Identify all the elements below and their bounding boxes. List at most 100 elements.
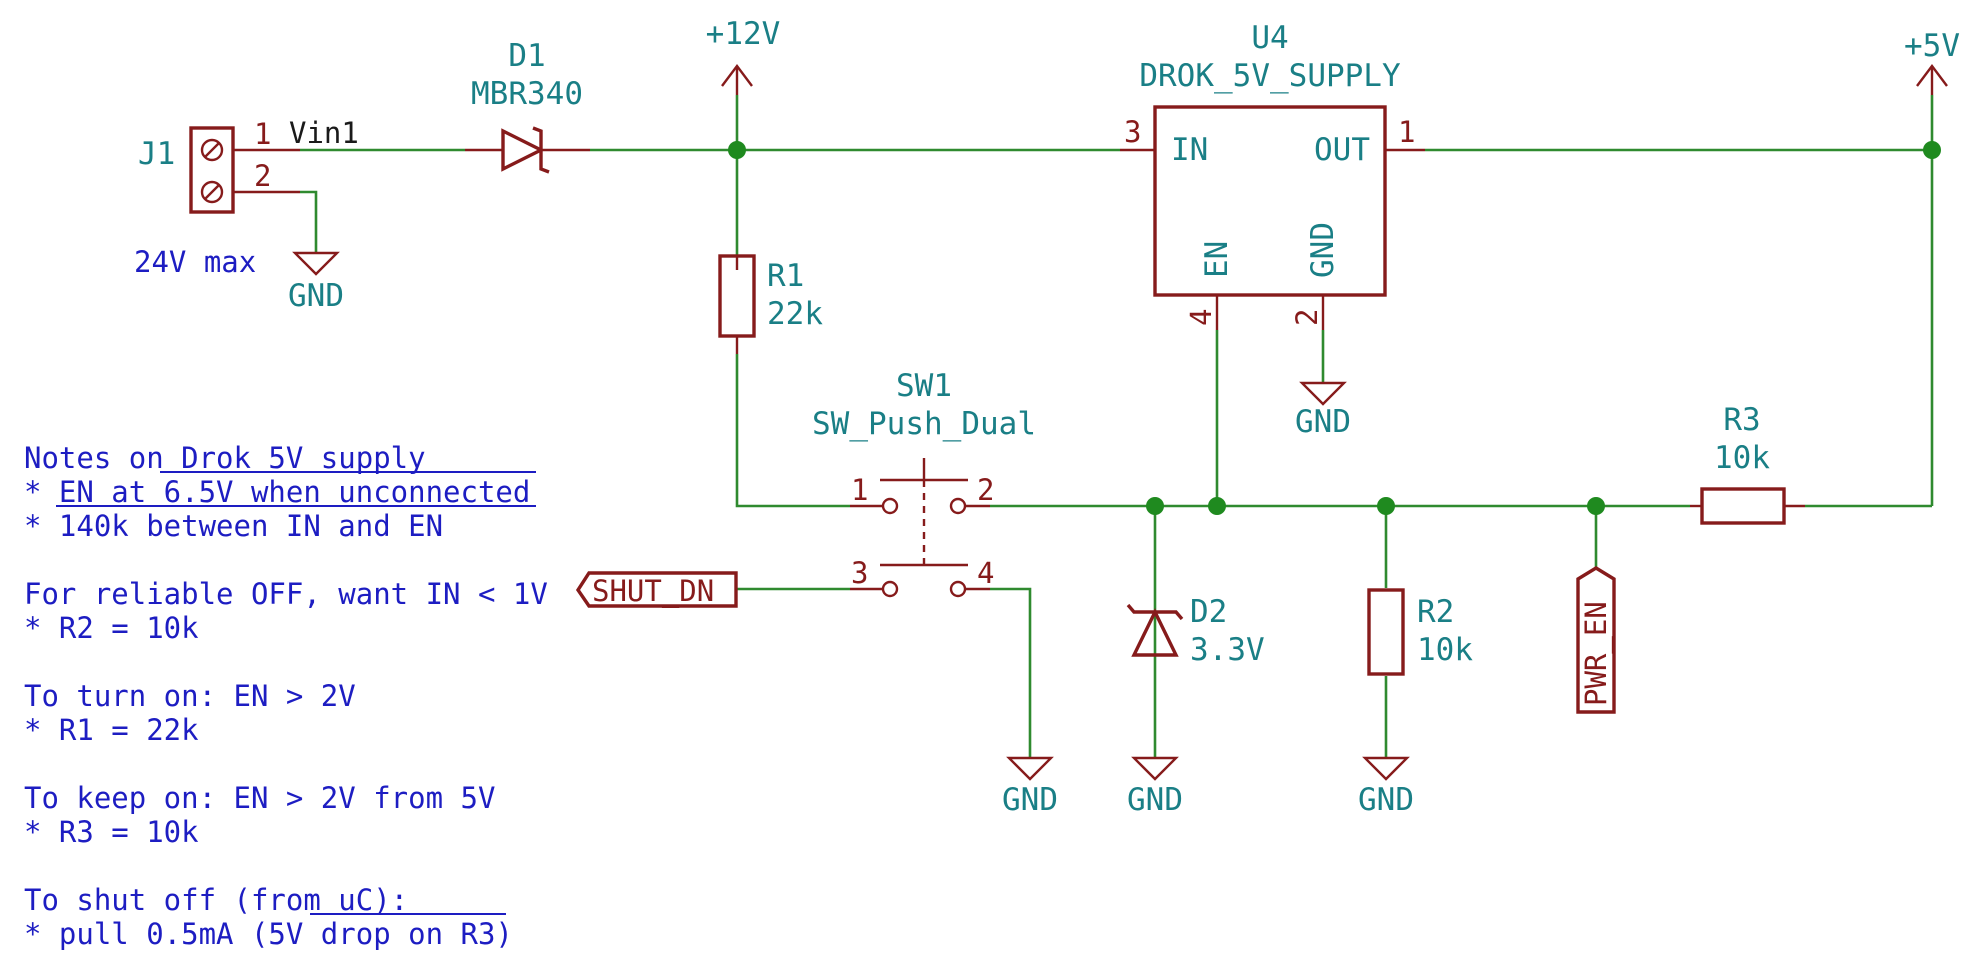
u4-value: DROK_5V_SUPPLY bbox=[1139, 58, 1401, 94]
diode-triangle bbox=[1131, 608, 1179, 657]
ground-icon bbox=[1362, 756, 1410, 781]
junction bbox=[1377, 497, 1395, 515]
d1-ref: D1 bbox=[508, 38, 545, 74]
sw1-pin2: 2 bbox=[977, 473, 994, 507]
diode-triangle bbox=[501, 128, 545, 172]
junction bbox=[1923, 141, 1941, 159]
diode-d1[interactable]: D1 MBR340 bbox=[465, 38, 590, 174]
r3-value: 10k bbox=[1714, 440, 1770, 476]
gnd-u4: GND bbox=[1295, 381, 1351, 440]
gnd-d2: GND bbox=[1127, 756, 1183, 818]
gnd-label: GND bbox=[288, 278, 344, 314]
junctions bbox=[728, 141, 1941, 515]
d2-ref: D2 bbox=[1190, 594, 1227, 630]
sw1-ref: SW1 bbox=[896, 368, 952, 404]
ground-icon bbox=[1131, 756, 1179, 781]
note-line: To shut off (from uC): bbox=[24, 883, 408, 917]
zener-d2[interactable]: D2 3.3V bbox=[1126, 594, 1265, 668]
resistor-r1[interactable]: R1 22k bbox=[718, 254, 823, 354]
u4-pin-out: 1 bbox=[1398, 115, 1415, 149]
notes-block: Notes on Drok 5V supply * EN at 6.5V whe… bbox=[24, 441, 548, 951]
j1-ref: J1 bbox=[138, 136, 175, 172]
junction bbox=[1146, 497, 1164, 515]
screw-terminal-icon bbox=[200, 138, 224, 162]
u4-pin-en: 4 bbox=[1184, 309, 1218, 326]
label-pwr-en[interactable]: PWR_EN bbox=[1576, 566, 1616, 714]
j1-note: 24V max bbox=[134, 245, 256, 279]
u4-ref: U4 bbox=[1251, 20, 1288, 56]
note-line: To turn on: EN > 2V bbox=[24, 679, 356, 713]
note-line: To keep on: EN > 2V from 5V bbox=[24, 781, 495, 815]
label-shape bbox=[1576, 566, 1616, 714]
r1-ref: R1 bbox=[767, 258, 804, 294]
power-label-12v: +12V bbox=[706, 16, 781, 52]
module-u4[interactable]: U4 DROK_5V_SUPPLY IN OUT EN GND 3 1 4 2 bbox=[1120, 20, 1425, 330]
resistor-body bbox=[1367, 588, 1405, 676]
note-line: * EN at 6.5V when unconnected bbox=[24, 475, 530, 509]
power-arrow-icon bbox=[1916, 64, 1948, 87]
resistor-body bbox=[1700, 487, 1786, 525]
label-shape bbox=[575, 571, 738, 608]
r3-ref: R3 bbox=[1723, 402, 1760, 438]
d1-value: MBR340 bbox=[471, 76, 583, 112]
d2-value: 3.3V bbox=[1190, 632, 1265, 668]
gnd-j1: GND bbox=[288, 251, 344, 314]
label-shut-dn[interactable]: SHUT_DN bbox=[575, 571, 738, 609]
screw-slot bbox=[204, 184, 220, 200]
label-pwr-en-text: PWR_EN bbox=[1579, 601, 1614, 706]
note-line: * 140k between IN and EN bbox=[24, 509, 443, 543]
note-line: For reliable OFF, want IN < 1V bbox=[24, 577, 548, 611]
ground-icon bbox=[1006, 756, 1054, 781]
junction bbox=[1208, 497, 1226, 515]
r1-value: 22k bbox=[767, 296, 823, 332]
junction bbox=[728, 141, 746, 159]
note-line: Notes on Drok 5V supply bbox=[24, 441, 426, 475]
note-line: * R1 = 22k bbox=[24, 713, 199, 747]
label-shut-dn-text: SHUT_DN bbox=[592, 574, 714, 609]
power-12v: +12V bbox=[706, 16, 781, 95]
power-5v: +5V bbox=[1904, 28, 1960, 95]
gnd-label: GND bbox=[1127, 782, 1183, 818]
wire-r1-sw1 bbox=[735, 354, 850, 508]
u4-en-label: EN bbox=[1199, 241, 1235, 278]
gnd-r2: GND bbox=[1358, 756, 1414, 818]
u4-in-label: IN bbox=[1171, 132, 1208, 168]
switch-contact bbox=[881, 580, 899, 598]
ground-icon bbox=[292, 251, 340, 276]
u4-pin-in: 3 bbox=[1124, 115, 1141, 149]
junction bbox=[1587, 497, 1605, 515]
resistor-r3[interactable]: R3 10k bbox=[1690, 402, 1805, 525]
r2-ref: R2 bbox=[1417, 594, 1454, 630]
j1-pin1: 1 bbox=[254, 117, 271, 151]
wire-j1-gnd bbox=[300, 190, 318, 253]
u4-pin-gnd: 2 bbox=[1290, 309, 1324, 326]
screw-slot bbox=[204, 142, 220, 158]
gnd-label: GND bbox=[1002, 782, 1058, 818]
wires bbox=[300, 95, 1934, 758]
note-line: * R2 = 10k bbox=[24, 611, 199, 645]
switch-contact bbox=[949, 580, 967, 598]
sw1-pin4: 4 bbox=[977, 556, 994, 590]
note-line: * pull 0.5mA (5V drop on R3) bbox=[24, 917, 513, 951]
power-arrow-icon bbox=[721, 64, 753, 87]
gnd-label: GND bbox=[1295, 404, 1351, 440]
sw1-value: SW_Push_Dual bbox=[812, 406, 1036, 442]
resistor-r2[interactable]: R2 10k bbox=[1367, 588, 1473, 676]
power-label-5v: +5V bbox=[1904, 28, 1960, 64]
u4-out-label: OUT bbox=[1314, 132, 1370, 168]
ground-icon bbox=[1299, 381, 1347, 406]
module-body bbox=[1153, 105, 1387, 297]
sw1-pin1: 1 bbox=[851, 473, 868, 507]
gnd-label: GND bbox=[1358, 782, 1414, 818]
switch-contact bbox=[949, 497, 967, 515]
connector-j1[interactable]: J1 1 2 bbox=[138, 117, 300, 214]
switch-contact bbox=[881, 497, 899, 515]
j1-pin2: 2 bbox=[254, 159, 271, 193]
connector-body bbox=[189, 126, 235, 214]
r2-value: 10k bbox=[1417, 632, 1473, 668]
sw1-pin3: 3 bbox=[851, 556, 868, 590]
screw-terminal-icon bbox=[200, 180, 224, 204]
u4-gnd-label: GND bbox=[1305, 222, 1341, 278]
switch-sw1[interactable]: SW1 SW_Push_Dual 1 2 3 4 bbox=[812, 368, 1036, 598]
